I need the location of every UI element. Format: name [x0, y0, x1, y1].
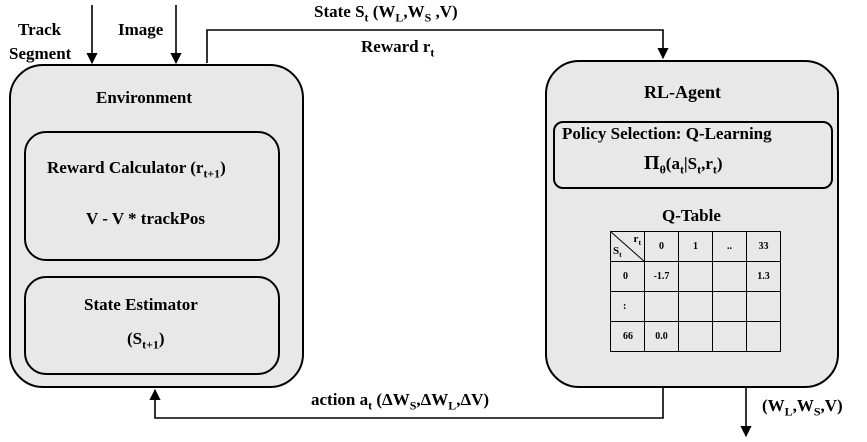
- reward-label: Reward rt: [361, 37, 435, 60]
- qtable-cell: [712, 291, 747, 322]
- qtable-header-cell: ..: [712, 231, 747, 262]
- image-label: Image: [118, 20, 164, 39]
- reward-calculator-title: Reward Calculator (rt+1): [47, 158, 226, 181]
- rl-agent-title: RL-Agent: [644, 82, 721, 102]
- reward-calculator-box: [24, 131, 280, 261]
- qtable-title: Q-Table: [662, 206, 721, 225]
- state-estimator-title: State Estimator: [84, 295, 198, 314]
- state-estimator-box: [24, 276, 280, 375]
- qtable-header-cell: 33: [746, 231, 781, 262]
- policy-selection-box: [553, 121, 833, 189]
- qtable-header-row: St rt 0 1 .. 33: [610, 231, 781, 262]
- output-label: (WL,WS,V): [762, 396, 843, 419]
- environment-title: Environment: [96, 88, 193, 107]
- qtable-row-label: 0: [610, 261, 645, 292]
- track-label: Track: [18, 20, 62, 39]
- qtable-corner-cell: St rt: [610, 231, 645, 262]
- qtable-cell: [678, 261, 713, 292]
- qtable-header-cell: 1: [678, 231, 713, 262]
- qtable-row: 66 0.0: [610, 321, 781, 352]
- state-label: State St (WL,WS ,V): [314, 2, 458, 25]
- action-label: action at (ΔWS,ΔWL,ΔV): [311, 390, 490, 413]
- qtable-cell: [678, 291, 713, 322]
- segment-label: Segment: [9, 44, 72, 63]
- qtable-cell: [678, 321, 713, 352]
- qtable-cell: [746, 291, 781, 322]
- qtable-cell: 1.3: [746, 261, 781, 292]
- qtable-row: 0 -1.7 1.3: [610, 261, 781, 292]
- qtable-cell: [712, 261, 747, 292]
- qtable-cell: [644, 291, 679, 322]
- reward-formula: V - V * trackPos: [86, 209, 205, 228]
- qtable-row: :: [610, 291, 781, 322]
- state-reward-arrow: [206, 29, 669, 63]
- policy-formula: Πθ(at|St,rt): [644, 152, 723, 177]
- action-arrow: [149, 388, 664, 419]
- qtable-row-label: :: [610, 291, 645, 322]
- qtable-cell: [746, 321, 781, 352]
- qtable-cell: -1.7: [644, 261, 679, 292]
- state-estimator-value: (St+1): [127, 329, 165, 352]
- qtable-cell: [712, 321, 747, 352]
- q-table: St rt 0 1 .. 33 0 -1.7 1.3 : 66 0.0: [610, 231, 781, 352]
- policy-title: Policy Selection: Q-Learning: [562, 124, 772, 143]
- qtable-header-cell: 0: [644, 231, 679, 262]
- qtable-row-label: 66: [610, 321, 645, 352]
- qtable-cell: 0.0: [644, 321, 679, 352]
